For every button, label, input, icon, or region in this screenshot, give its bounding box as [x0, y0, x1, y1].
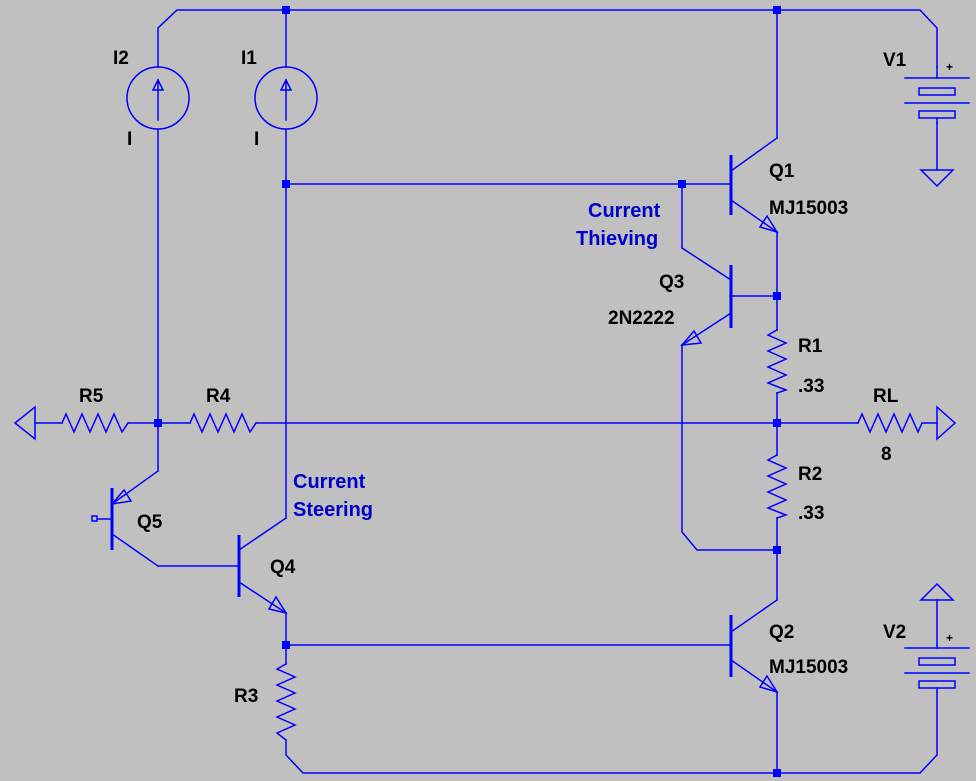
transistor-q3 [680, 246, 733, 347]
resistor-r5 [61, 412, 130, 434]
battery-v2 [904, 644, 970, 693]
q4-label: Q4 [270, 557, 296, 578]
resistor-rl [857, 412, 923, 434]
r5-label: R5 [79, 386, 104, 407]
q3-label: Q3 [659, 272, 684, 293]
q5-substrate-pin [91, 515, 98, 522]
v1-label: V1 [883, 50, 907, 71]
resistor-r4 [189, 412, 258, 434]
v2-plus-sign: + [946, 631, 953, 645]
transistor-q1 [729, 136, 779, 234]
wire-q3-emitter [681, 344, 778, 551]
q5-label: Q5 [137, 512, 163, 533]
wire-top-rail [157, 9, 938, 68]
current-source-i2 [126, 66, 190, 130]
i2-label: I2 [113, 48, 129, 69]
r1-label: R1 [798, 336, 823, 357]
v1-plus-sign: + [946, 60, 953, 74]
q2-model: MJ15003 [769, 657, 848, 678]
rl-label: RL [873, 386, 899, 407]
v2-label: V2 [883, 622, 906, 643]
junction-dots [154, 6, 781, 777]
r1-value: .33 [798, 376, 824, 397]
resistor-r2 [766, 453, 789, 519]
note-current-thieving-line2: Thieving [576, 228, 658, 250]
transistor-q4 [237, 516, 288, 615]
ground-symbol-v1 [919, 169, 955, 188]
r2-label: R2 [798, 464, 822, 485]
output-port-left [13, 405, 36, 441]
note-current-thieving-line1: Current [588, 200, 661, 222]
q2-label: Q2 [769, 622, 794, 643]
transistor-q5 [91, 469, 160, 568]
i2-value: I [127, 129, 132, 150]
resistor-r1 [766, 328, 789, 394]
battery-v1 [904, 66, 970, 124]
r3-label: R3 [234, 686, 258, 707]
rl-value: 8 [881, 444, 892, 465]
note-current-steering-line1: Current [293, 471, 366, 493]
i1-label: I1 [241, 48, 257, 69]
wires [34, 9, 938, 774]
wire-bottom-rail [285, 691, 938, 774]
i1-value: I [254, 129, 259, 150]
current-source-i1 [254, 66, 318, 130]
r4-label: R4 [206, 386, 231, 407]
output-port-right [936, 405, 957, 441]
transistor-q2 [729, 598, 779, 694]
note-current-steering-line2: Steering [293, 499, 373, 521]
resistor-r3 [275, 662, 297, 742]
q1-label: Q1 [769, 161, 795, 182]
supply-flag-v2 [919, 582, 955, 601]
r2-value: .33 [798, 503, 824, 524]
q1-model: MJ15003 [769, 198, 848, 219]
q3-model: 2N2222 [608, 308, 675, 329]
